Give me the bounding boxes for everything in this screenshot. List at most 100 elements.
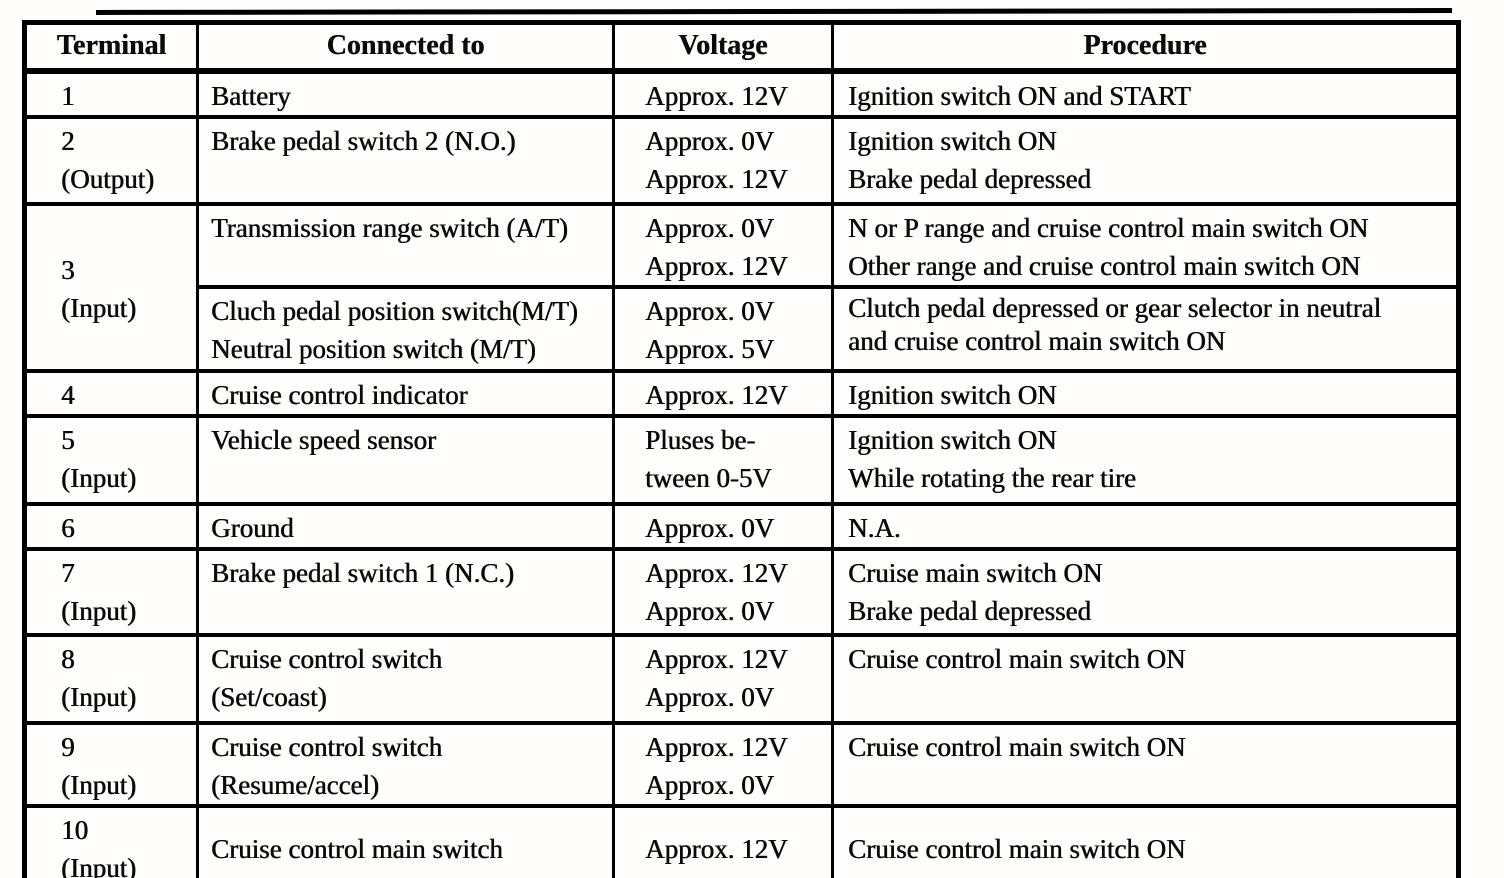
procedure-cell: Cruise control main switch ON <box>831 632 1460 725</box>
connected-to-cell: Cluch pedal position switch(M/T) Neutral… <box>196 284 615 373</box>
procedure-cell: Ignition switch ON Brake pedal depressed <box>831 114 1460 206</box>
cell-line: Brake pedal switch 1 (N.C.) <box>211 557 514 588</box>
cell-line: Cruise control switch <box>211 643 442 674</box>
cell-line: Approx. 12V <box>645 643 788 674</box>
header-row: Terminal Connected to Voltage Procedure <box>23 20 1460 74</box>
cell-line: tween 0-5V <box>645 462 772 493</box>
cell-line: Vehicle speed sensor <box>211 424 436 455</box>
connected-to-cell: Cruise control switch (Resume/accel) <box>196 720 615 808</box>
connected-to-cell: Brake pedal switch 1 (N.C.) <box>196 546 615 637</box>
cell-line: Other range and cruise control main swit… <box>848 250 1361 281</box>
table-row-3a: 3 (Input) Transmission range switch (A/T… <box>23 201 1460 373</box>
voltage-cell: Approx. 0V <box>612 501 834 551</box>
connected-to-cell: Ground <box>196 501 615 551</box>
cell-line: Approx. 0V <box>645 212 774 243</box>
terminal-cell: 6 <box>23 501 199 551</box>
cell-line: Battery <box>211 80 291 111</box>
cell-line: (Input) <box>61 681 136 712</box>
cell-line: Approx. 12V <box>645 80 788 111</box>
cell-line: N or P range and cruise control main swi… <box>848 212 1369 243</box>
cell-line: Approx. 0V <box>645 769 774 800</box>
table-row-4: 4 Cruise control indicator Approx. 12V I… <box>23 368 1460 418</box>
cell-line: Approx. 12V <box>645 833 788 864</box>
table-row-5: 5 (Input) Vehicle speed sensor Pluses be… <box>23 413 1460 506</box>
table-row-2: 2 (Output) Brake pedal switch 2 (N.O.) A… <box>23 114 1460 206</box>
cell-line: Ignition switch ON <box>848 424 1057 455</box>
voltage-cell: Approx. 12V <box>612 368 834 418</box>
cell-line: Approx. 0V <box>645 681 774 712</box>
voltage-cell: Approx. 12V Approx. 0V <box>612 632 834 725</box>
cell-line: 9 <box>61 731 75 762</box>
connected-to-cell: Cruise control indicator <box>196 368 615 418</box>
cell-line: Cruise control main switch ON <box>848 833 1186 864</box>
cell-line: 7 <box>61 557 75 588</box>
cell-line: Neutral position switch (M/T) <box>211 333 536 364</box>
cell-line: Approx. 12V <box>645 250 788 281</box>
voltage-cell: Pluses be- tween 0-5V <box>612 413 834 506</box>
cell-line: (Input) <box>61 852 136 878</box>
voltage-cell: Approx. 12V <box>612 803 834 878</box>
cell-line: Ground <box>211 512 294 543</box>
procedure-cell: Cruise main switch ON Brake pedal depres… <box>831 546 1460 637</box>
cell-line: 6 <box>61 512 75 543</box>
cell-line: Cruise main switch ON <box>848 557 1103 588</box>
cell-line: Cruise control indicator <box>211 379 468 410</box>
procedure-cell: Ignition switch ON While rotating the re… <box>831 413 1460 506</box>
cell-line: Clutch pedal depressed or gear selector … <box>848 292 1382 323</box>
terminal-cell: 10 (Input) <box>23 803 199 878</box>
cell-line: 3 <box>61 254 75 285</box>
column-header-terminal: Terminal <box>23 20 199 74</box>
cell-line: Pluses be- <box>645 424 756 455</box>
cell-line: While rotating the rear tire <box>848 462 1136 493</box>
column-header-connected-to: Connected to <box>196 20 615 74</box>
voltage-cell: Approx. 12V Approx. 0V <box>612 720 834 808</box>
voltage-cell: Approx. 12V Approx. 0V <box>612 546 834 637</box>
terminal-cell: 2 (Output) <box>23 114 199 206</box>
cell-line: 5 <box>61 424 75 455</box>
cell-line: 10 <box>61 814 88 845</box>
cell-line: Approx. 0V <box>645 595 774 626</box>
voltage-cell: Approx. 0V Approx. 5V <box>612 284 834 373</box>
cell-line: Approx. 0V <box>645 295 774 326</box>
cell-line: (Input) <box>61 462 136 493</box>
terminal-cell: 3 (Input) <box>23 201 199 373</box>
table-row-9: 9 (Input) Cruise control switch (Resume/… <box>23 720 1460 808</box>
table-row-6: 6 Ground Approx. 0V N.A. <box>23 501 1460 551</box>
table-row-1: 1 Battery Approx. 12V Ignition switch ON… <box>23 68 1460 119</box>
connected-to-cell: Brake pedal switch 2 (N.O.) <box>196 114 615 206</box>
connected-to-cell: Transmission range switch (A/T) <box>196 201 615 289</box>
cell-line: 4 <box>61 379 75 410</box>
terminal-voltage-table: Terminal Connected to Voltage Procedure … <box>22 20 1461 878</box>
cell-line: Approx. 12V <box>645 379 788 410</box>
cell-line: Cruise control switch <box>211 731 442 762</box>
cell-line: (Input) <box>61 769 136 800</box>
cell-line: Approx. 0V <box>645 512 774 543</box>
cell-line: 8 <box>61 643 75 674</box>
voltage-cell: Approx. 12V <box>612 68 834 119</box>
cell-line: Cruise control main switch ON <box>848 643 1186 674</box>
cell-line: and cruise control main switch ON <box>848 325 1226 356</box>
connected-to-cell: Cruise control main switch <box>196 803 615 878</box>
voltage-cell: Approx. 0V Approx. 12V <box>612 201 834 289</box>
connected-to-cell: Battery <box>196 68 615 119</box>
procedure-cell: N or P range and cruise control main swi… <box>831 201 1460 289</box>
cell-line: (Resume/accel) <box>211 769 379 800</box>
cell-line: (Set/coast) <box>211 681 327 712</box>
terminal-cell: 9 (Input) <box>23 720 199 808</box>
procedure-cell: Ignition switch ON <box>831 368 1460 418</box>
terminal-cell: 4 <box>23 368 199 418</box>
cell-line: Approx. 5V <box>645 333 774 364</box>
cell-line: Ignition switch ON <box>848 379 1057 410</box>
cell-line: Transmission range switch (A/T) <box>211 212 568 243</box>
table-row-8: 8 (Input) Cruise control switch (Set/coa… <box>23 632 1460 725</box>
cell-line: 1 <box>61 80 75 111</box>
cell-line: Ignition switch ON <box>848 125 1057 156</box>
column-header-voltage: Voltage <box>612 20 834 74</box>
procedure-cell: Clutch pedal depressed or gear selector … <box>831 284 1460 373</box>
scan-artifact-line <box>95 8 1453 15</box>
cell-line: Brake pedal switch 2 (N.O.) <box>211 125 516 156</box>
terminal-cell: 7 (Input) <box>23 546 199 637</box>
cell-line: Brake pedal depressed <box>848 163 1091 194</box>
connected-to-cell: Cruise control switch (Set/coast) <box>196 632 615 725</box>
